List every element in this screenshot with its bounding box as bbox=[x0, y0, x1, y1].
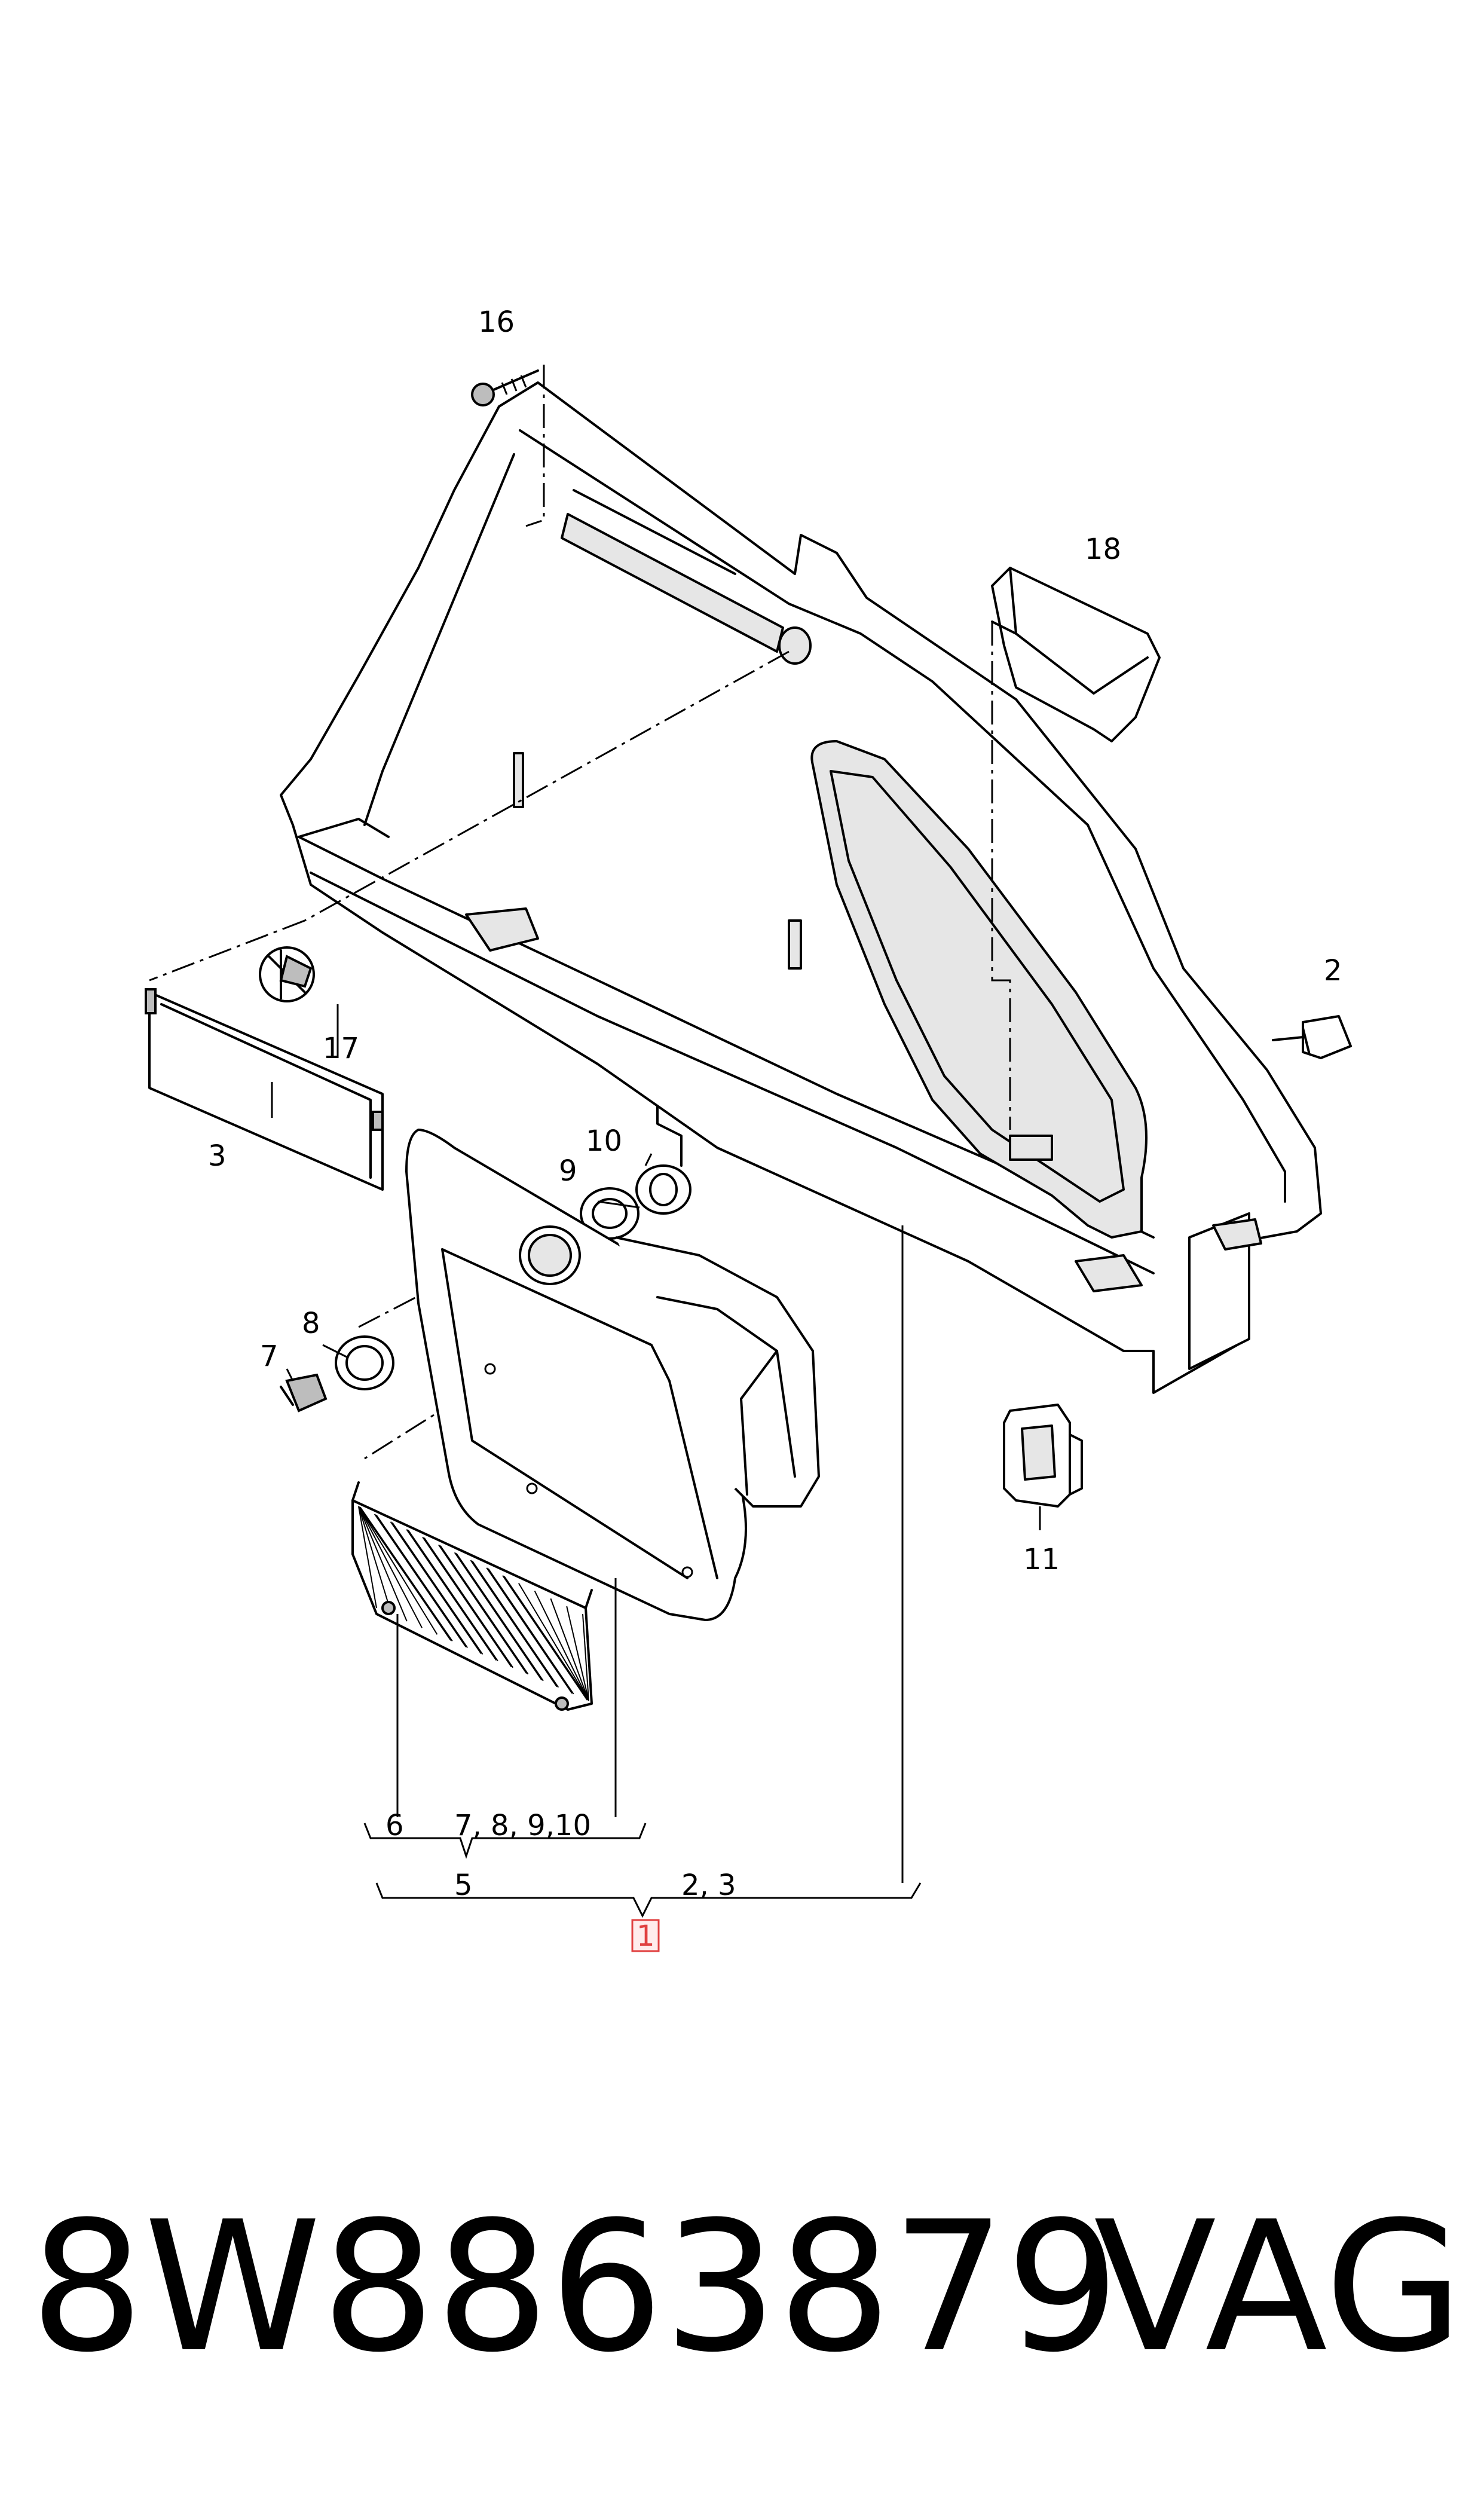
group-label-5: 5 bbox=[454, 1869, 473, 1902]
net-strand bbox=[438, 1544, 527, 1674]
push-clip-part-7 bbox=[280, 1373, 328, 1413]
net-strand bbox=[408, 1530, 498, 1662]
net-strand bbox=[374, 1514, 467, 1647]
storage-compartment-part-5 bbox=[405, 1129, 820, 1621]
net-strand bbox=[486, 1567, 573, 1694]
part-number: 8W8863879 bbox=[30, 2183, 1120, 2392]
callout-16: 16 bbox=[478, 305, 515, 339]
callout-3: 3 bbox=[208, 1139, 227, 1173]
net-strand bbox=[534, 1590, 589, 1701]
group-label-2-3: 2, 3 bbox=[681, 1869, 736, 1902]
callout-2: 2 bbox=[1324, 954, 1342, 988]
net-strand bbox=[488, 1568, 574, 1695]
net-strand bbox=[359, 1506, 453, 1641]
net-strand bbox=[390, 1521, 482, 1654]
net-strand bbox=[582, 1613, 589, 1701]
callout-leaders bbox=[271, 1004, 1041, 1883]
callout-8: 8 bbox=[302, 1307, 320, 1340]
group-label-6: 6 bbox=[385, 1809, 404, 1842]
net-strand bbox=[454, 1552, 543, 1681]
net-mesh bbox=[358, 1506, 589, 1701]
net-strand bbox=[358, 1506, 452, 1641]
net-strand bbox=[439, 1545, 529, 1675]
net-strand bbox=[375, 1514, 468, 1648]
net-strand bbox=[502, 1575, 588, 1701]
net-strand bbox=[358, 1506, 393, 1615]
group-brackets bbox=[363, 1823, 922, 1918]
net-strand bbox=[472, 1560, 559, 1688]
callout-17: 17 bbox=[323, 1032, 359, 1065]
grommet-part-9 bbox=[580, 1187, 640, 1240]
grommet-part-8 bbox=[335, 1335, 394, 1390]
clip-part-17 bbox=[259, 946, 315, 1002]
screw-part-16 bbox=[471, 369, 539, 406]
net-strand bbox=[358, 1506, 408, 1622]
net-strand bbox=[470, 1560, 558, 1687]
grommet-part-10 bbox=[635, 1105, 691, 1215]
net-strand bbox=[358, 1506, 438, 1635]
net-strand bbox=[406, 1529, 497, 1661]
net-strand bbox=[358, 1506, 377, 1609]
net-strand bbox=[550, 1598, 589, 1701]
callout-10: 10 bbox=[586, 1124, 622, 1158]
net-strand bbox=[503, 1576, 589, 1701]
callout-18: 18 bbox=[1085, 533, 1121, 566]
brand-name: VAG bbox=[1094, 2183, 1463, 2392]
clip-part-2 bbox=[1272, 1015, 1352, 1059]
net-part-6 bbox=[351, 1481, 593, 1711]
callout-7: 7 bbox=[260, 1340, 279, 1373]
callout-11: 11 bbox=[1023, 1543, 1060, 1576]
net-strand bbox=[422, 1536, 512, 1668]
holder-part-18 bbox=[991, 567, 1161, 742]
net-strand bbox=[391, 1522, 484, 1655]
net-strand bbox=[518, 1583, 589, 1701]
main-part-highlight[interactable] bbox=[631, 1919, 660, 1952]
net-strand bbox=[423, 1537, 514, 1668]
group-label-7-10: 7, 8, 9,10 bbox=[454, 1809, 591, 1842]
latch-part-11 bbox=[1003, 1404, 1083, 1508]
net-strand bbox=[455, 1552, 544, 1682]
side-trim-panel bbox=[280, 381, 1322, 1394]
net-strand bbox=[358, 1506, 423, 1628]
callout-9: 9 bbox=[559, 1154, 577, 1188]
net-strand bbox=[566, 1606, 589, 1701]
main-part-label[interactable]: 1 bbox=[637, 1919, 655, 1953]
cover-strip-part-3 bbox=[145, 988, 384, 1191]
